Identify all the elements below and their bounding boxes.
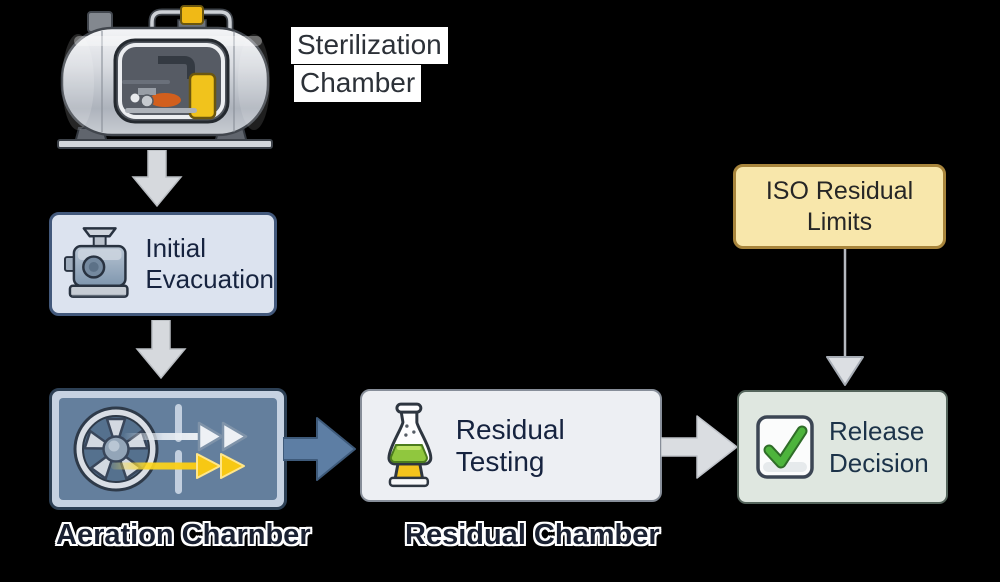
- aeration-fan-icon: [59, 398, 277, 500]
- iso-limits-line1: ISO Residual: [765, 176, 914, 205]
- heading-line-1: Sterilization: [291, 27, 448, 64]
- release-decision-label: Release Decision: [829, 415, 929, 479]
- heading-line-2: Chamber: [294, 65, 422, 102]
- node-aeration-chamber: [49, 388, 287, 510]
- dashed-connector-arrow-icon: [826, 249, 864, 386]
- release-decision-line1: Release: [829, 416, 925, 446]
- sterilization-chamber-heading: Sterilization Chamber: [291, 27, 448, 102]
- node-release-decision: Release Decision: [737, 390, 948, 504]
- airflow-arrows-icon: [111, 421, 248, 479]
- node-iso-residual-limits: ISO Residual Limits: [733, 164, 946, 249]
- flow-arrow-right-blue-icon: [283, 417, 356, 481]
- initial-evacuation-line2: Evacuation: [145, 264, 274, 294]
- sterilization-tank-icon: [57, 5, 273, 149]
- release-decision-line2: Decision: [829, 448, 929, 478]
- test-flask-icon: [387, 402, 433, 487]
- aeration-chamber-caption: Aeration Charnber: [56, 519, 311, 551]
- vacuum-pump-icon: [64, 227, 129, 298]
- iso-limits-label: ISO Residual Limits: [766, 176, 913, 238]
- node-initial-evacuation: Initial Evacuation: [49, 212, 277, 316]
- node-residual-testing: Residual Testing: [360, 389, 662, 502]
- residual-chamber-caption: Residual Chamber: [405, 519, 660, 551]
- flow-arrow-down-icon-1: [131, 150, 183, 208]
- initial-evacuation-label: Initial Evacuation: [145, 233, 274, 295]
- initial-evacuation-line1: Initial: [145, 233, 207, 263]
- residual-testing-label: Residual Testing: [455, 413, 565, 477]
- iso-limits-line2: Limits: [806, 207, 873, 236]
- flow-arrow-right-gray-icon: [661, 415, 738, 479]
- flow-arrow-down-icon-2: [135, 320, 187, 380]
- checkbox-check-icon: [756, 415, 814, 479]
